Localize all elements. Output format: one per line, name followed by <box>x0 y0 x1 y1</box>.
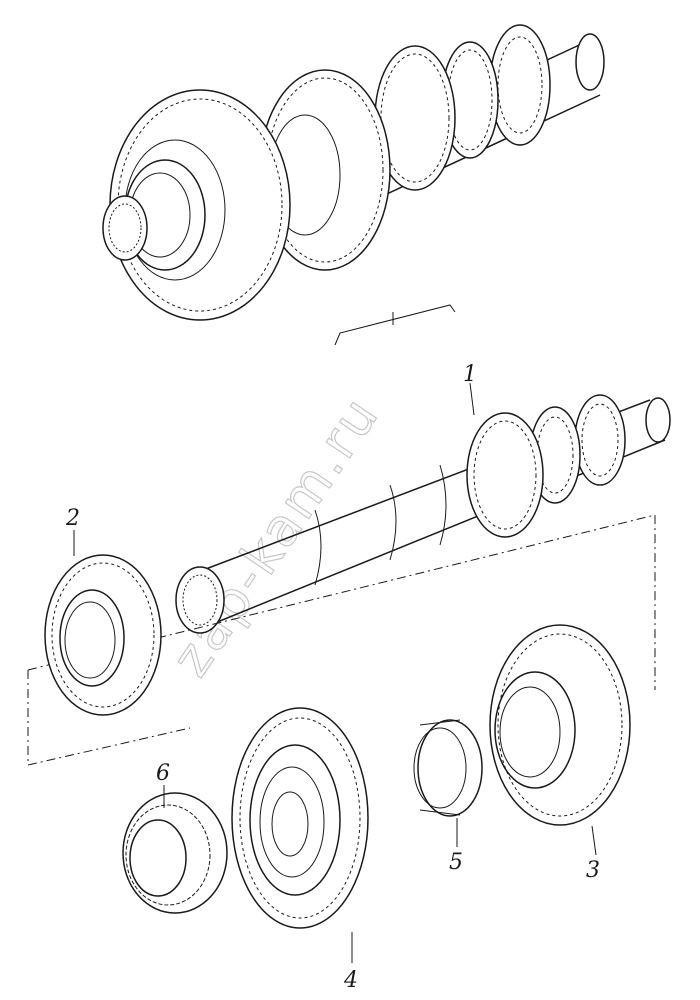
watermark-text: zap-kam.ru <box>161 386 392 688</box>
callout-3: 3 <box>586 858 600 883</box>
callout-2: 2 <box>65 506 80 531</box>
gear-part-3 <box>489 624 631 826</box>
assembly-bracket <box>334 304 456 346</box>
assembled-gear-small <box>441 41 499 159</box>
gear-part-4 <box>231 707 369 929</box>
spacer-ring-part-5 <box>413 719 483 817</box>
leader-lines <box>73 382 597 963</box>
callout-1: 1 <box>463 362 477 387</box>
shaft-fixed-gear <box>466 412 544 538</box>
bearing-part-6 <box>122 792 228 914</box>
gear-part-2 <box>44 554 162 716</box>
callout-4: 4 <box>343 968 358 993</box>
shaft-spline-cluster <box>529 394 626 504</box>
main-shaft <box>175 394 671 634</box>
shaft-spline-end <box>175 566 225 634</box>
callout-5: 5 <box>449 850 463 875</box>
dash-dot-frame <box>27 514 656 766</box>
callout-6: 6 <box>156 761 170 786</box>
assembled-spline-end <box>102 195 148 261</box>
assembled-shaft <box>102 24 605 321</box>
assembled-spline-gear-right <box>489 24 551 146</box>
